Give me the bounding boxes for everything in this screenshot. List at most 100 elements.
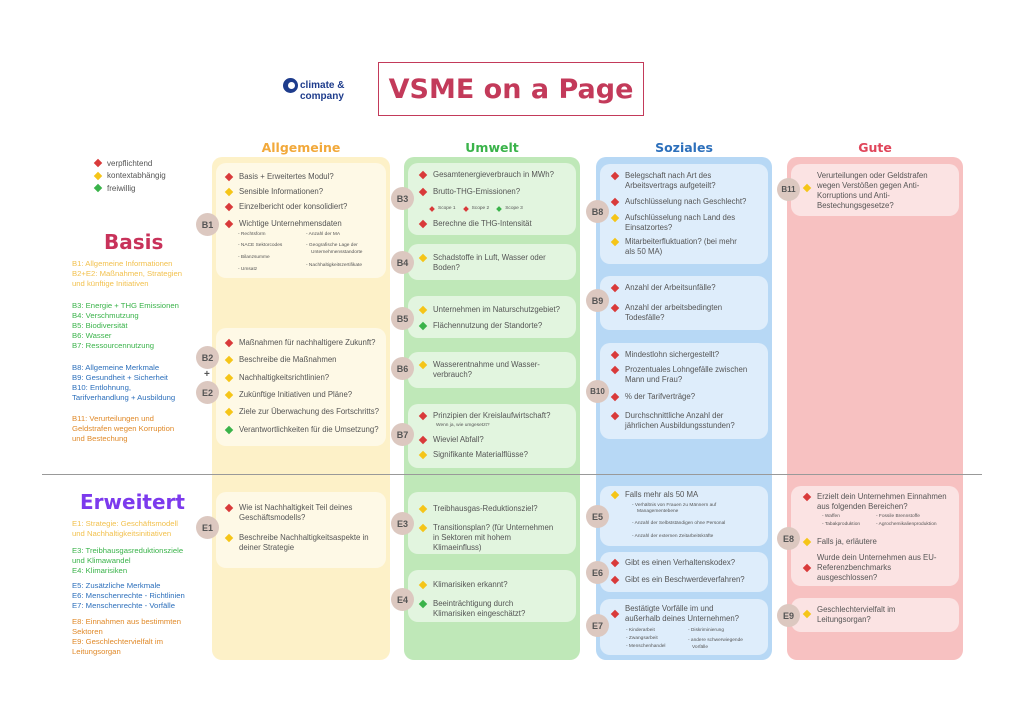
diamond-yellow-icon [610, 490, 620, 500]
diamond-red-icon [224, 503, 234, 513]
question: Flächennutzung der Standorte? [418, 321, 542, 331]
panel-e1 [216, 492, 386, 568]
diamond-red-icon [802, 563, 812, 573]
diamond-yellow-icon [224, 355, 234, 365]
sub-item: - Bilanzsumme [238, 255, 270, 260]
badge-b10: B10 [586, 380, 609, 403]
diamond-green-icon [496, 206, 503, 212]
page-title: VSME on a Page [388, 73, 634, 105]
diamond-red-icon [802, 492, 812, 502]
question: Maßnahmen für nachhaltigere Zukunft? [224, 338, 376, 348]
diamond-yellow-icon [224, 187, 234, 197]
section-legend-line: B5: Biodiversität [72, 321, 128, 330]
question: Einzelbericht oder konsolidiert? [224, 202, 348, 212]
badge-e2: E2 [196, 381, 219, 404]
legend-item: verpflichtend [93, 157, 166, 170]
question: Gibt es einen Verhaltenskodex? [610, 558, 735, 568]
diamond-yellow-icon [802, 183, 812, 193]
sub-item: - Waffen [822, 514, 840, 519]
diamond-yellow-icon [418, 305, 428, 315]
question-line: Mann und Frau? [625, 375, 683, 384]
panel-b4 [408, 244, 576, 280]
question-line: außerhalb deines Unternehmen? [625, 614, 739, 623]
sub-item: - NACE Sektorcodes [238, 243, 283, 248]
section-legend-line: E8: Einnahmen aus bestimmten [72, 617, 181, 626]
question: Sensible Informationen? [224, 187, 323, 197]
diamond-red-icon [610, 575, 620, 585]
panel-e4 [408, 570, 576, 622]
question-text: Verantwortlichkeiten für die Umsetzung? [239, 425, 379, 434]
basis-title: Basis [104, 230, 164, 254]
question: Anzahl der Arbeitsunfälle? [610, 283, 716, 293]
badge-e4: E4 [391, 588, 414, 611]
question: Ziele zur Überwachung des Fortschritts? [224, 407, 379, 417]
badge-b3: B3 [391, 187, 414, 210]
panel-b1 [216, 163, 386, 278]
diamond-red-icon [224, 219, 234, 229]
diamond-yellow-icon [802, 609, 812, 619]
question-text: Aufschlüsselung nach Geschlecht? [625, 197, 747, 206]
question-line: Klimarisiken eingeschätzt? [433, 609, 526, 618]
sub-item: - Menschenhandel [626, 644, 666, 649]
diamond-red-icon [418, 411, 428, 421]
question-line: Anzahl der arbeitsbedingten [625, 303, 723, 312]
sub-item: - Umsatz [238, 267, 258, 272]
diamond-yellow-icon [610, 237, 620, 247]
badge-e9: E9 [777, 604, 800, 627]
question-text: Klimarisiken erkannt? [433, 580, 508, 589]
question-text: Nachhaltigkeitsrichtlinien? [239, 373, 330, 382]
question-line: Durchschnittliche Anzahl der [625, 411, 724, 420]
question-text: Prinzipien der Kreislaufwirtschaft? [433, 411, 551, 420]
badge-plus: + [204, 369, 210, 380]
legend-label: kontextabhängig [107, 171, 166, 181]
question: Falls mehr als 50 MA [610, 490, 698, 500]
question-text: Maßnahmen für nachhaltigere Zukunft? [239, 338, 376, 347]
question: Gesamtenergieverbrauch in MWh? [418, 170, 554, 180]
question-line: verbrauch? [433, 370, 473, 379]
section-legend-line: E1: Strategie: Geschäftsmodell [72, 519, 178, 528]
badge-b2: B2 [196, 346, 219, 369]
question: Aufschlüsselung nach Geschlecht? [610, 197, 747, 207]
question-line: Wie ist Nachhaltigkeit Teil deines [239, 503, 353, 512]
panel-b5 [408, 296, 576, 338]
section-legend-line: B11: Verurteilungen und [72, 414, 154, 423]
diamond-red-icon [610, 283, 620, 293]
question-line: Erzielt dein Unternehmen Einnahmen [817, 492, 947, 501]
diamond-red-icon [462, 206, 469, 212]
section-legend-line: B6: Wasser [72, 331, 112, 340]
diamond-red-icon [610, 609, 620, 619]
question-line: Arbeitsvertrags aufgeteilt? [625, 181, 716, 190]
section-legend-line: Sektoren [72, 627, 103, 636]
diamond-red-icon [224, 172, 234, 182]
diamond-yellow-icon [418, 504, 428, 514]
badge-b8: B8 [586, 200, 609, 223]
diamond-yellow-icon [224, 407, 234, 417]
panel-b3 [408, 163, 576, 235]
section-legend-line: E4: Klimarisiken [72, 566, 128, 575]
badge-b4: B4 [391, 251, 414, 274]
question-text: Zukünftige Initiativen und Pläne? [239, 390, 353, 399]
question-text: Wichtige Unternehmensdaten [239, 219, 342, 228]
question-line: Bestechungsgesetze? [817, 201, 894, 210]
diamond-yellow-icon [418, 523, 428, 533]
question-line: jährlichen Ausbildungsstunden? [625, 421, 735, 430]
question-line: Wasserentnahme und Wasser- [433, 360, 540, 369]
section-legend-line: E7: Menschenrechte - Vorfälle [72, 601, 175, 610]
question: Berechne die THG-Intensität [418, 219, 532, 229]
question-text: Einzelbericht oder konsolidiert? [239, 202, 348, 211]
diamond-yellow-icon [610, 213, 620, 223]
sub-item: - Rechtsform [238, 232, 266, 237]
section-legend-line: B2+E2: Maßnahmen, Strategien [72, 269, 183, 278]
question: Klimarisiken erkannt? [418, 580, 508, 590]
logo-text: climate & [300, 80, 345, 91]
diamond-yellow-icon [418, 253, 428, 263]
